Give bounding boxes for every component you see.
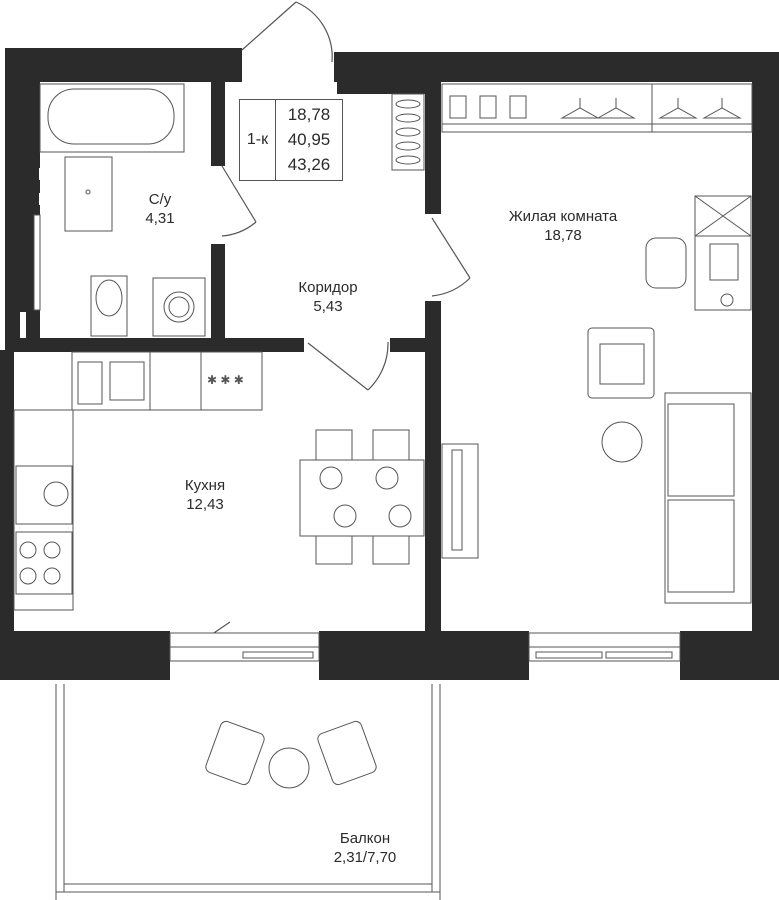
bottom-wall-right [680,631,779,680]
balcony-chair-right [317,720,377,786]
kitchen-furniture [13,351,425,611]
desk-chair [645,237,687,289]
right-outer-wall [752,52,779,680]
balcony [55,684,441,900]
coffee-table [601,421,643,463]
room-label-corridor: Коридор 5,43 [278,278,378,316]
shoe-rack [391,93,425,171]
living-partition-lower [425,301,441,631]
room-name: Балкон [339,830,391,847]
walls [0,48,779,680]
bath-partition-lower [211,244,225,351]
top-right-wall [334,52,779,82]
room-label-kitchen: Кухня 12,43 [165,476,245,514]
kitchen-top-wall [14,338,304,352]
left-outer-wall-lower [0,350,14,680]
windows [169,632,681,662]
room-area: 4,31 [145,210,175,227]
room-area: 18,78 [544,227,582,244]
apartment-type: 1-к [240,100,276,180]
kitchen-counter-top [71,351,263,411]
room-label-living: Жилая комната 18,78 [488,207,638,245]
room-area: 2,31/7,70 [333,849,397,866]
apartment-summary: 1-к 18,78 40,95 43,26 [239,99,343,181]
balcony-chair-left [205,720,265,786]
room-name: Кухня [184,477,226,494]
room-label-balcony: Балкон 2,31/7,70 [315,829,415,867]
room-label-bathroom: С/у 4,31 [130,190,190,228]
room-area: 5,43 [313,298,343,315]
balcony-table [268,747,310,789]
room-name: С/у [148,191,172,208]
bath-partition-upper [211,62,225,166]
living-partition-upper [425,62,441,214]
bottom-wall-left [0,631,170,680]
total-area: 40,95 [287,130,331,149]
svg-text:✱ ✱ ✱: ✱ ✱ ✱ [207,373,244,387]
room-name: Жилая комната [508,208,618,225]
stove-burners: ✱ ✱ ✱ [207,373,244,387]
wardrobe [441,83,753,133]
top-left-wall [5,48,242,82]
bottom-wall-mid [319,631,529,680]
room-area: 12,43 [186,496,224,513]
room-name: Коридор [298,279,358,296]
living-furniture [441,195,752,604]
bathroom-fixtures [39,83,206,337]
total-area-with-balcony: 43,26 [287,155,331,174]
living-area-total: 18,78 [287,105,331,124]
apartment-areas: 18,78 40,95 43,26 [276,102,342,177]
